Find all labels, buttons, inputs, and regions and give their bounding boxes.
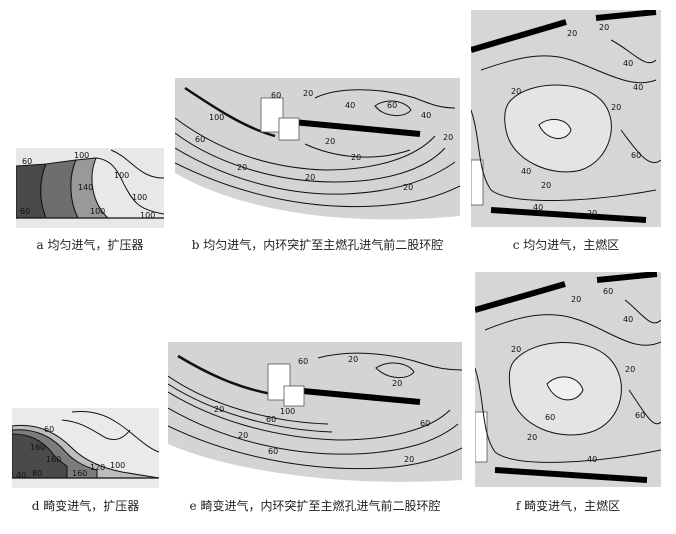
contour-label: 60 [268, 447, 278, 456]
contour-label: 60 [271, 91, 281, 100]
contour-label: 40 [623, 315, 633, 324]
contour-plot-f: 60 40 20 20 20 20 40 60 60 [475, 272, 661, 487]
contour-label: 60 [420, 419, 430, 428]
contour-label: 40 [633, 83, 643, 92]
contour-label: 40 [16, 471, 26, 480]
contour-label: 100 [90, 207, 105, 216]
contour-label: 20 [571, 295, 581, 304]
contour-label: 60 [195, 135, 205, 144]
contour-plot-d: 60 160 160 120 100 40 160 80 [12, 408, 159, 488]
contour-label: 60 [545, 413, 555, 422]
contour-label: 40 [587, 455, 597, 464]
contour-label: 60 [298, 357, 308, 366]
contour-label: 40 [345, 101, 355, 110]
panel-e-annulus-distorted: 20 20 60 100 60 20 20 60 60 20 [168, 342, 462, 488]
contour-label: 20 [443, 133, 453, 142]
contour-label: 20 [403, 183, 413, 192]
contour-label: 120 [90, 463, 105, 472]
contour-label: 160 [30, 443, 45, 452]
caption-e: e 畸变进气，内环突扩至主燃孔进气前二股环腔 [189, 499, 441, 513]
contour-label: 20 [611, 103, 621, 112]
contour-plot-b: 100 60 20 60 20 40 60 40 20 20 20 20 20 [175, 78, 460, 225]
contour-label: 60 [20, 207, 30, 216]
contour-label: 60 [635, 411, 645, 420]
contour-label: 100 [110, 461, 125, 470]
contour-label: 20 [214, 405, 224, 414]
contour-label: 20 [511, 87, 521, 96]
contour-label: 20 [511, 345, 521, 354]
contour-label: 80 [32, 469, 42, 478]
contour-label: 160 [72, 469, 87, 478]
contour-label: 20 [303, 89, 313, 98]
contour-label: 20 [348, 355, 358, 364]
contour-label: 20 [527, 433, 537, 442]
contour-label: 40 [521, 167, 531, 176]
panel-a-diffuser-uniform: 60 100 100 100 100 140 60 100 [16, 148, 164, 228]
contour-label: 160 [46, 455, 61, 464]
contour-label: 100 [74, 151, 89, 160]
contour-label: 100 [132, 193, 147, 202]
contour-label: 60 [266, 415, 276, 424]
contour-label: 60 [387, 101, 397, 110]
contour-label: 60 [44, 425, 54, 434]
contour-plot-c: 20 20 40 40 20 20 60 40 20 20 40 [471, 10, 661, 227]
contour-label: 100 [114, 171, 129, 180]
contour-label: 20 [567, 29, 577, 38]
contour-label: 40 [623, 59, 633, 68]
contour-label: 20 [392, 379, 402, 388]
contour-label: 20 [404, 455, 414, 464]
contour-label: 100 [280, 407, 295, 416]
contour-plot-a: 60 100 100 100 100 140 60 100 [16, 148, 164, 228]
panel-b-annulus-uniform: 100 60 20 60 20 40 60 40 20 20 20 20 20 [175, 78, 460, 225]
contour-label: 60 [631, 151, 641, 160]
contour-label: 140 [78, 183, 93, 192]
contour-label: 60 [603, 287, 613, 296]
contour-label: 60 [22, 157, 32, 166]
caption-a: a 均匀进气，扩压器 [36, 238, 144, 252]
caption-d: d 畸变进气，扩压器 [31, 499, 140, 513]
contour-label: 20 [541, 181, 551, 190]
caption-c: c 均匀进气，主燃区 [512, 238, 620, 252]
contour-label: 20 [587, 209, 597, 218]
contour-label: 20 [625, 365, 635, 374]
contour-label: 20 [305, 173, 315, 182]
contour-label: 40 [421, 111, 431, 120]
contour-label: 40 [533, 203, 543, 212]
contour-label: 100 [209, 113, 224, 122]
contour-label: 20 [238, 431, 248, 440]
panel-d-diffuser-distorted: 60 160 160 120 100 40 160 80 [12, 408, 159, 488]
panel-c-primary-zone-uniform: 20 20 40 40 20 20 60 40 20 20 40 [471, 10, 661, 227]
contour-label: 20 [351, 153, 361, 162]
contour-label: 20 [325, 137, 335, 146]
panel-f-primary-zone-distorted: 60 40 20 20 20 20 40 60 60 [475, 272, 661, 487]
caption-b: b 均匀进气，内环突扩至主燃孔进气前二股环腔 [191, 238, 444, 252]
caption-f: f 畸变进气，主燃区 [515, 499, 621, 513]
contour-label: 20 [599, 23, 609, 32]
contour-plot-e: 20 20 60 100 60 20 20 60 60 20 [168, 342, 462, 488]
contour-label: 20 [237, 163, 247, 172]
contour-label: 100 [140, 211, 155, 220]
